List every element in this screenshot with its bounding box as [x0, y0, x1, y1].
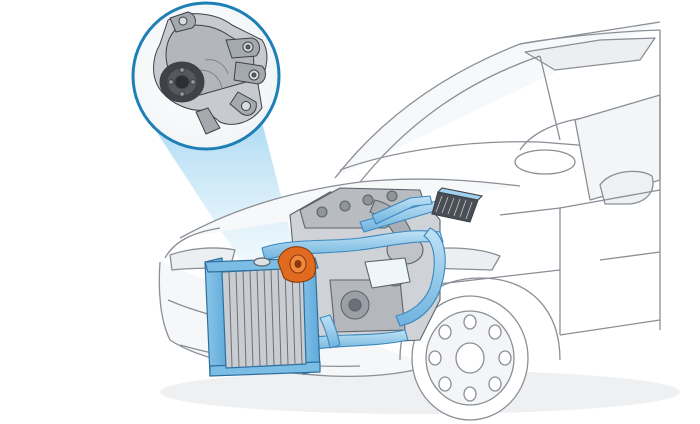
- front-wheel: [411, 295, 529, 421]
- water-pump-highlight: [277, 246, 317, 283]
- callout-beam: [150, 122, 298, 272]
- ground-shadow: [160, 370, 680, 414]
- heater-core: [431, 187, 484, 223]
- radiator: [204, 257, 321, 377]
- water-pump-callout: [131, 1, 281, 151]
- water-pump-detail: [153, 11, 268, 135]
